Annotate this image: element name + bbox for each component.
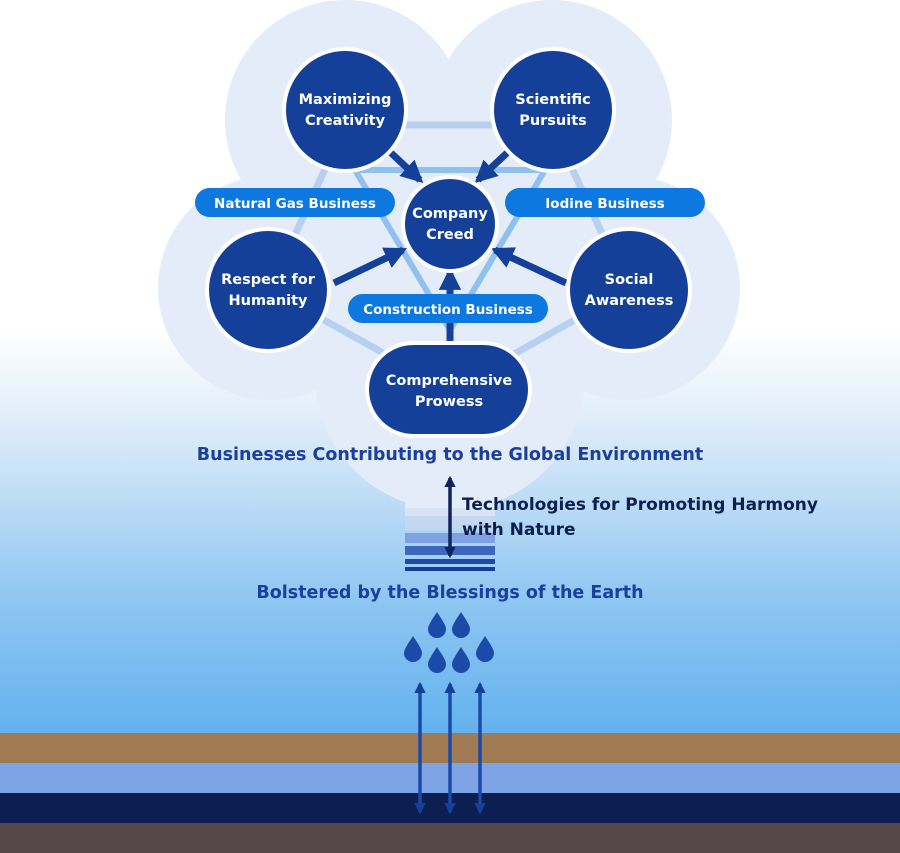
water-drops — [404, 612, 494, 673]
pill-iodine: Iodine Business — [505, 188, 705, 217]
water-drop-icon — [452, 647, 470, 673]
node-scientific-pursuits: Scientific Pursuits — [490, 47, 616, 173]
water-drop-icon — [428, 612, 446, 638]
node-humanity-line2: Humanity — [228, 293, 308, 309]
node-maximizing-creativity: Maximizing Creativity — [282, 47, 408, 173]
pill-construction-label: Construction Business — [363, 302, 533, 318]
node-social-awareness: Social Awareness — [566, 227, 692, 353]
pill-construction: Construction Business — [348, 294, 548, 323]
node-scientific-line2: Pursuits — [519, 113, 587, 129]
node-social-line2: Awareness — [585, 293, 674, 309]
node-company-creed: Company Creed — [401, 175, 499, 273]
ground-arrows — [414, 681, 486, 815]
node-social-line1: Social — [605, 272, 654, 288]
technologies-line2: with Nature — [462, 520, 576, 540]
node-prowess-line1: Comprehensive — [386, 373, 513, 389]
water-drop-icon — [404, 636, 422, 662]
node-respect-for-humanity: Respect for Humanity — [205, 227, 331, 353]
node-creativity-line2: Creativity — [305, 113, 386, 129]
pill-natural-gas-label: Natural Gas Business — [214, 196, 376, 212]
node-creativity-line1: Maximizing — [299, 92, 392, 108]
node-prowess-line2: Prowess — [415, 394, 483, 410]
pill-iodine-label: Iodine Business — [545, 196, 664, 212]
node-creed-line1: Company — [412, 206, 488, 222]
node-comprehensive-prowess: Comprehensive Prowess — [365, 341, 532, 438]
earth-blessings-heading: Bolstered by the Blessings of the Earth — [256, 583, 643, 603]
water-drop-icon — [428, 647, 446, 673]
water-drop-icon — [452, 612, 470, 638]
global-environment-heading: Businesses Contributing to the Global En… — [197, 445, 703, 465]
node-humanity-line1: Respect for — [221, 272, 316, 288]
node-creed-line2: Creed — [426, 227, 474, 243]
water-drop-icon — [476, 636, 494, 662]
node-scientific-line1: Scientific — [515, 92, 590, 108]
pill-natural-gas: Natural Gas Business — [195, 188, 395, 217]
technologies-line1: Technologies for Promoting Harmony — [462, 495, 818, 515]
